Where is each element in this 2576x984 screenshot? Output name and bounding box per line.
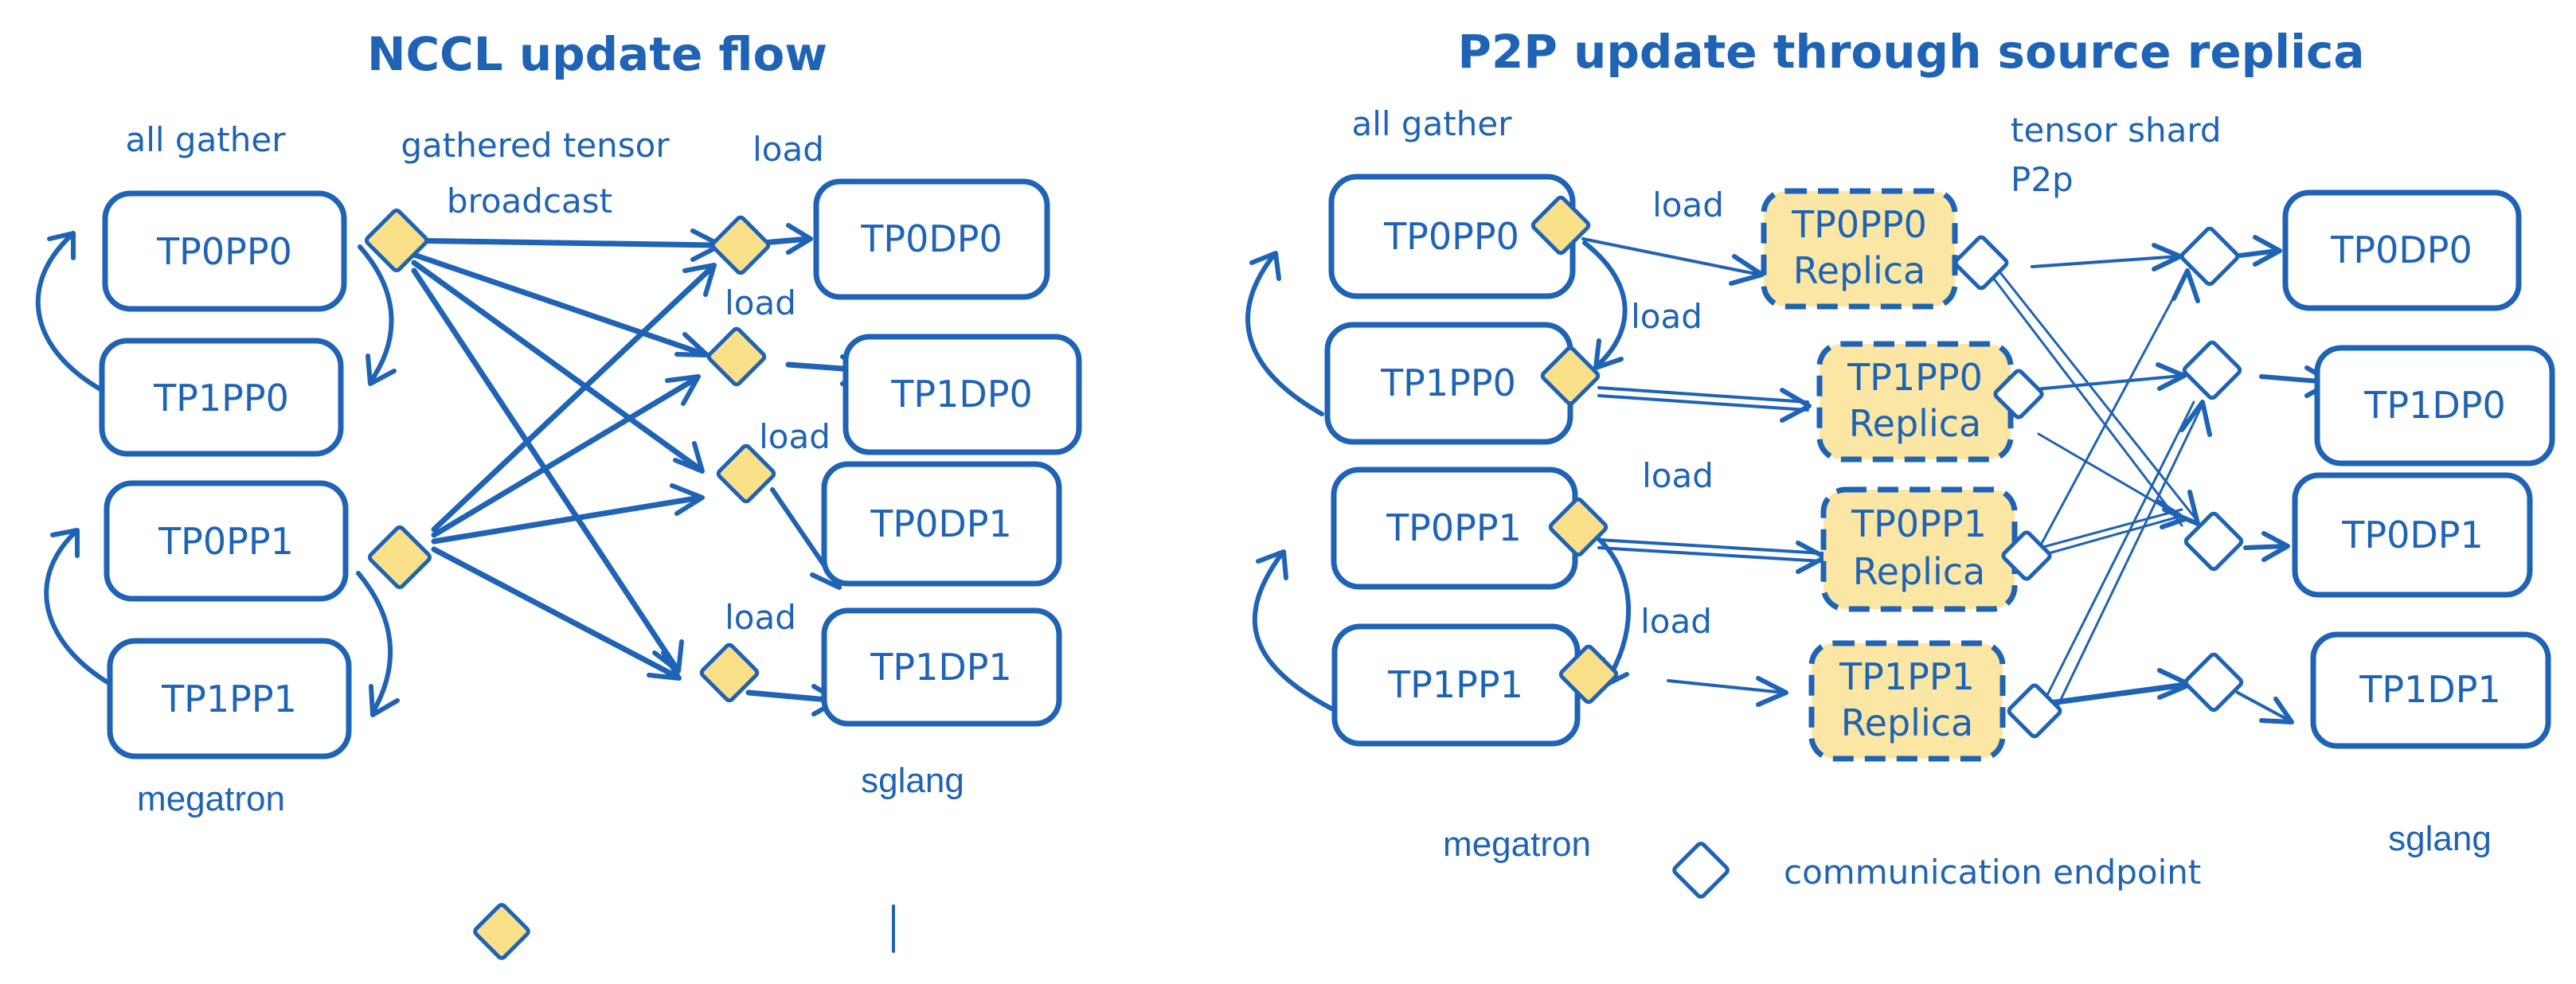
p2p-allgather-arrow-2 (1252, 551, 1334, 711)
p2p-panel: P2P update through source replica all ga… (1245, 25, 2555, 899)
nccl-load-diamond-1 (710, 215, 771, 275)
nccl-allgather-arrow-2 (358, 244, 394, 385)
p2p-megatron-endpoint-1 (1530, 195, 1591, 256)
p2p-shard-edges (1989, 243, 2212, 708)
nccl-load-label-1: load (752, 130, 824, 169)
p2p-load-label-4: load (1640, 602, 1712, 641)
p2p-replica-endpoint-3 (2001, 530, 2052, 581)
p2p-replica-node-4-label: TP1PP1 (1839, 655, 1975, 698)
nccl-broadcast-diamond-2 (367, 525, 432, 590)
p2p-replica-node-2-label: TP1PP0 (1847, 356, 1983, 399)
p2p-megatron-node-1-label: TP0PP0 (1383, 215, 1519, 258)
nccl-megatron-node-3-label: TP0PP1 (158, 520, 294, 563)
nccl-sglang-node-1-label: TP0DP0 (860, 217, 1003, 260)
nccl-megatron-label: megatron (137, 779, 285, 818)
p2p-sglang-node-3 (2292, 472, 2533, 598)
nccl-broadcast-diamond-1 (364, 208, 429, 273)
p2p-load-label-1: load (1652, 185, 1724, 225)
p2p-replica-node-3: TP0PP1 Replica (1820, 486, 2018, 612)
p2p-replica-node-3-suffix: Replica (1853, 550, 1985, 593)
nccl-broadcast-edges (395, 228, 723, 681)
p2p-replica-node-4-suffix: Replica (1841, 701, 1973, 744)
p2p-megatron-node-2-label: TP1PP0 (1380, 361, 1516, 404)
nccl-load-diamond-3 (716, 443, 776, 504)
p2p-replica-endpoint-2 (1993, 369, 2044, 420)
p2p-sglang-node-3-label: TP0DP1 (2341, 513, 2484, 556)
p2p-megatron-node-3-label: TP0PP1 (1386, 506, 1522, 549)
nccl-megatron-node-2 (99, 338, 344, 457)
p2p-tensor-shard-label: tensor shard (2011, 111, 2222, 150)
p2p-megatron-label: megatron (1443, 825, 1591, 864)
p2p-sglang-endpoint-2 (2182, 340, 2242, 400)
nccl-sglang-label: sglang (861, 761, 964, 800)
p2p-sglang-node-2 (2314, 345, 2555, 467)
p2p-load-label-2: load (1631, 297, 1702, 336)
p2p-replica-endpoint-4 (2007, 683, 2062, 739)
p2p-allgather-arrow-1 (1245, 252, 1324, 416)
nccl-load-label-2: load (725, 283, 796, 322)
nccl-megatron-node-3 (104, 480, 349, 602)
p2p-all-gather-label: all gather (1351, 104, 1512, 143)
p2p-replica-node-1: TP0PP0 Replica (1761, 188, 1958, 310)
p2p-replica-node-1-label: TP0PP0 (1791, 203, 1927, 246)
nccl-sglang-node-2 (842, 334, 1082, 455)
nccl-load-label-3: load (759, 417, 831, 456)
nccl-allgather-arrow-4 (356, 571, 393, 715)
p2p-sglang-node-1 (2282, 189, 2522, 311)
p2p-replica-node-4: TP1PP1 Replica (1808, 640, 2006, 762)
p2p-sglang-endpoint-3 (2183, 511, 2244, 572)
nccl-load-diamond-2 (706, 326, 767, 387)
p2p-replica-node-3-label: TP0PP1 (1851, 502, 1987, 545)
nccl-load-diamond-4 (699, 642, 760, 703)
legend-endpoint-diamond-icon (1672, 841, 1730, 899)
p2p-sglang-node-4 (2310, 631, 2551, 749)
nccl-legend-diamond-icon (473, 903, 530, 960)
legend-communication-endpoint: communication endpoint (1784, 853, 2201, 892)
nccl-sglang-node-1 (813, 178, 1050, 300)
p2p-sglang-node-2-label: TP1DP0 (2363, 384, 2506, 427)
nccl-panel: NCCL update flow all gather gathered ten… (35, 27, 1082, 960)
p2p-load-label-3: load (1642, 456, 1714, 495)
nccl-sglang-node-3-label: TP0DP1 (870, 502, 1012, 545)
nccl-megatron-node-1 (102, 190, 347, 312)
p2p-sglang-node-4-label: TP1DP1 (2359, 668, 2501, 711)
p2p-megatron-endpoint-2 (1540, 346, 1601, 406)
p2p-replica-node-2: TP1PP0 Replica (1816, 341, 2014, 463)
nccl-broadcast-label: broadcast (447, 182, 612, 221)
nccl-load-label-4: load (725, 598, 796, 637)
p2p-title: P2P update through source replica (1458, 25, 2365, 79)
p2p-sglang-label: sglang (2388, 819, 2492, 858)
p2p-load-edges (1581, 237, 1827, 707)
p2p-sglang-endpoint-1 (2179, 226, 2240, 287)
nccl-sglang-node-4-label: TP1DP1 (870, 646, 1012, 689)
p2p-sglang-node-1-label: TP0DP0 (2330, 228, 2472, 271)
nccl-sglang-node-2-label: TP1DP0 (890, 373, 1033, 416)
p2p-replica-endpoint-1 (1953, 235, 2009, 291)
p2p-sglang-endpoint-4 (2183, 652, 2244, 713)
nccl-gathered-tensor-label: gathered tensor (401, 126, 670, 165)
nccl-allgather-arrow-1 (35, 232, 104, 392)
nccl-megatron-node-2-label: TP1PP0 (153, 377, 289, 420)
p2p-load-curve-1 (1582, 240, 1628, 369)
nccl-sglang-node-4 (821, 607, 1062, 727)
nccl-megatron-node-4 (107, 638, 352, 759)
nccl-megatron-node-1-label: TP0PP0 (156, 230, 292, 273)
p2p-megatron-endpoint-3 (1548, 497, 1609, 557)
p2p-megatron-endpoint-4 (1558, 644, 1619, 705)
p2p-megatron-node-4-label: TP1PP1 (1387, 663, 1523, 706)
nccl-all-gather-label: all gather (125, 120, 286, 159)
p2p-replica-node-1-suffix: Replica (1793, 249, 1925, 292)
nccl-sglang-node-3 (821, 461, 1062, 587)
nccl-allgather-arrow-3 (44, 529, 114, 687)
p2p-replica-node-2-suffix: Replica (1849, 402, 1981, 445)
nccl-title: NCCL update flow (367, 27, 827, 81)
p2p-p2p-label: P2p (2011, 160, 2074, 199)
nccl-megatron-node-4-label: TP1PP1 (161, 677, 297, 720)
